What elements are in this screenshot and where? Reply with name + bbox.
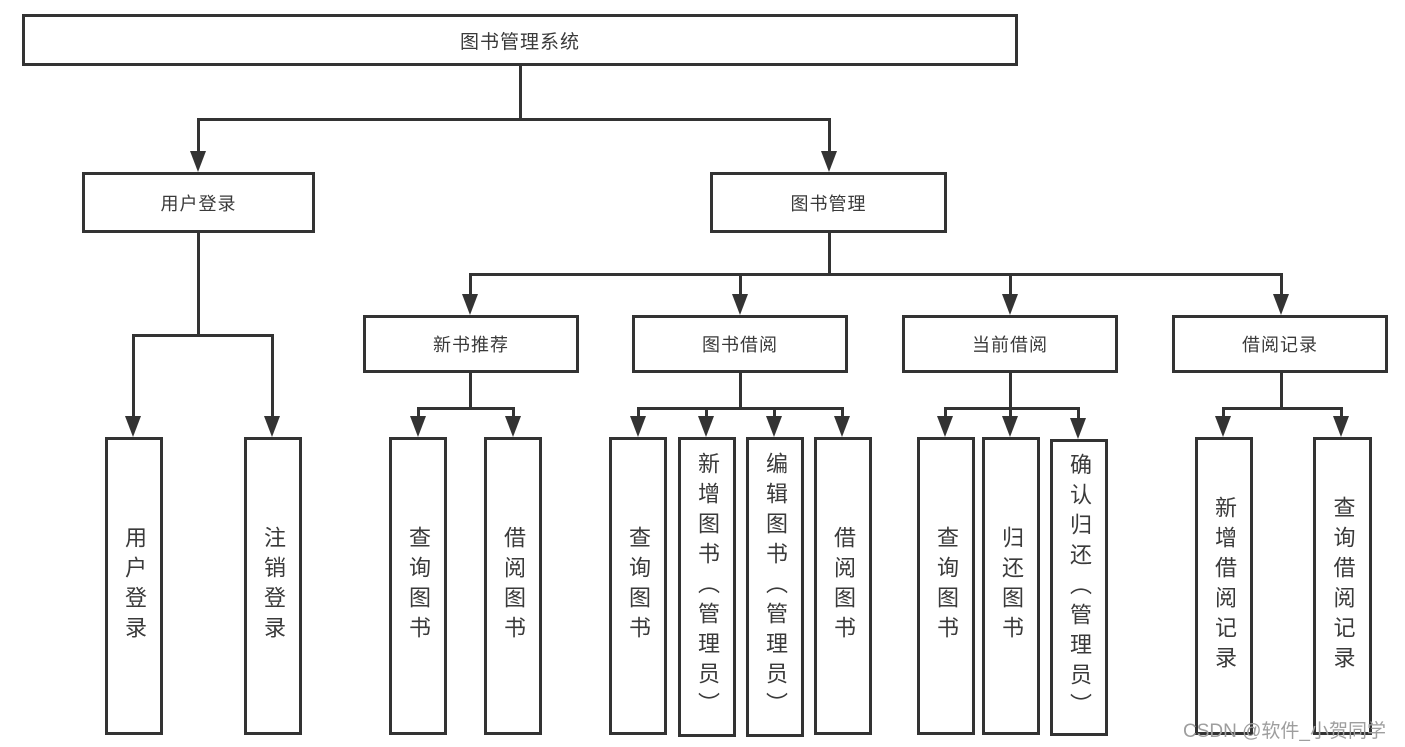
leaf-label: 新增图书（管理员）	[695, 452, 720, 722]
connector-line	[1009, 373, 1012, 410]
connector-line	[271, 334, 274, 418]
leaf-label: 新增借阅记录	[1212, 496, 1237, 676]
leaf-borrow-books-recommend: 借阅图书	[484, 437, 542, 735]
leaf-search-borrow-record: 查询借阅记录	[1313, 437, 1372, 735]
arrow-down-icon	[821, 151, 837, 172]
leaf-search-books-borrow: 查询图书	[609, 437, 667, 735]
connector-line	[739, 373, 742, 410]
connector-line	[705, 407, 708, 419]
node-user-login: 用户登录	[82, 172, 315, 233]
connector-line	[739, 273, 742, 297]
connector-line	[1077, 407, 1080, 421]
arrow-down-icon	[410, 416, 426, 437]
connector-line	[197, 118, 831, 121]
leaf-label: 查询图书	[934, 526, 959, 646]
leaf-add-borrow-record: 新增借阅记录	[1195, 437, 1253, 735]
arrow-down-icon	[1002, 416, 1018, 437]
csdn-watermark: CSDN @软件_小贺同学	[1183, 721, 1386, 742]
arrow-down-icon	[125, 416, 141, 437]
arrow-down-icon	[766, 416, 782, 437]
connector-line	[512, 407, 515, 419]
arrow-down-icon	[1273, 294, 1289, 315]
connector-line	[469, 373, 472, 410]
connector-line	[944, 407, 1080, 410]
connector-line	[417, 407, 515, 410]
leaf-label: 查询借阅记录	[1330, 496, 1356, 676]
connector-line	[1009, 407, 1012, 419]
leaf-borrow-books: 借阅图书	[814, 437, 872, 735]
leaf-label: 查询图书	[406, 526, 431, 646]
connector-line	[197, 233, 200, 337]
leaf-edit-books-admin: 编辑图书（管理员）	[746, 437, 804, 737]
connector-line	[637, 407, 842, 410]
connector-line	[1340, 407, 1343, 419]
arrow-down-icon	[462, 294, 478, 315]
arrow-down-icon	[732, 294, 748, 315]
arrow-down-icon	[698, 416, 714, 437]
leaf-label: 编辑图书（管理员）	[763, 452, 788, 722]
connector-line	[773, 407, 776, 419]
connector-line	[132, 334, 274, 337]
arrow-down-icon	[630, 416, 646, 437]
leaf-label: 确认归还（管理员）	[1067, 452, 1092, 723]
leaf-search-books-current: 查询图书	[917, 437, 975, 735]
connector-line	[841, 407, 844, 419]
arrow-down-icon	[264, 416, 280, 437]
connector-line	[828, 233, 831, 276]
leaf-user-login: 用户登录	[105, 437, 163, 735]
connector-line	[132, 334, 135, 418]
arrow-down-icon	[834, 416, 850, 437]
node-book-borrowing: 图书借阅	[632, 315, 848, 373]
arrow-down-icon	[937, 416, 953, 437]
connector-line	[1009, 273, 1012, 297]
connector-line	[1280, 373, 1283, 410]
arrow-down-icon	[505, 416, 521, 437]
leaf-label: 查询图书	[626, 526, 651, 646]
leaf-return-books: 归还图书	[982, 437, 1040, 735]
connector-line	[1280, 273, 1283, 297]
arrow-down-icon	[1215, 416, 1231, 437]
arrow-down-icon	[1070, 418, 1086, 439]
connector-line	[1222, 407, 1225, 419]
leaf-confirm-return-admin: 确认归还（管理员）	[1050, 439, 1108, 736]
leaf-label: 归还图书	[999, 526, 1024, 646]
connector-line	[637, 407, 640, 419]
leaf-logout: 注销登录	[244, 437, 302, 735]
arrow-down-icon	[190, 151, 206, 172]
connector-line	[197, 118, 200, 154]
connector-line	[828, 118, 831, 154]
leaf-search-books-recommend: 查询图书	[389, 437, 447, 735]
leaf-label: 注销登录	[261, 526, 286, 646]
node-new-book-recommendation: 新书推荐	[363, 315, 579, 373]
leaf-label: 用户登录	[122, 526, 147, 646]
node-borrowing-records: 借阅记录	[1172, 315, 1388, 373]
connector-line	[944, 407, 947, 419]
node-library-management-system: 图书管理系统	[22, 14, 1018, 66]
arrow-down-icon	[1002, 294, 1018, 315]
node-book-management: 图书管理	[710, 172, 947, 233]
leaf-add-books-admin: 新增图书（管理员）	[678, 437, 736, 737]
connector-line	[519, 66, 522, 120]
leaf-label: 借阅图书	[831, 526, 856, 646]
arrow-down-icon	[1333, 416, 1349, 437]
leaf-label: 借阅图书	[501, 526, 526, 646]
connector-line	[1222, 407, 1342, 410]
connector-line	[417, 407, 420, 419]
node-current-borrowing: 当前借阅	[902, 315, 1118, 373]
connector-line	[469, 273, 472, 297]
connector-line	[469, 273, 1283, 276]
